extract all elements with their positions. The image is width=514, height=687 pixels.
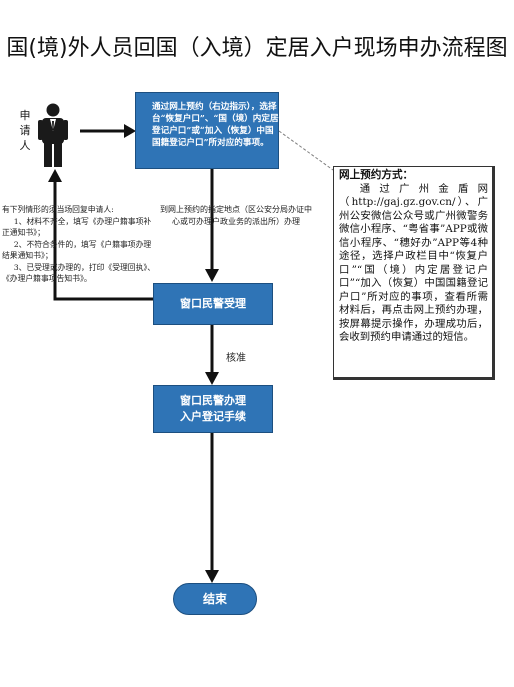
accept-step: 窗口民警受理 xyxy=(153,283,273,325)
info-body: 通过广州金盾网（http://gaj.gz.gov.cn/）、广州公安微信公众号… xyxy=(339,182,488,344)
applicant-label: 申请人 xyxy=(19,109,31,152)
arrow-reject-loop xyxy=(53,180,153,301)
page-title: 国(境)外人员回国（入境）定居入户现场申办流程图 xyxy=(6,36,508,61)
arrowhead-applicant xyxy=(48,169,62,182)
arrowhead-online xyxy=(124,124,136,138)
reject-note-item: 1、材料不齐全，填写《办理户籍事项补正通知书》； xyxy=(2,216,152,238)
reject-note-intro: 有下列情形的须当场回复申请人: xyxy=(2,205,114,214)
approve-label: 核准 xyxy=(226,353,246,364)
online-booking-step xyxy=(135,92,279,169)
arrowhead-end xyxy=(205,570,219,583)
arrowhead-register xyxy=(205,372,219,385)
end-step: 结束 xyxy=(173,583,257,615)
arrowhead-accept xyxy=(205,269,219,282)
info-heading: 网上预约方式： xyxy=(339,169,414,181)
reject-note: 有下列情形的须当场回复申请人: 1、材料不齐全，填写《办理户籍事项补正通知书》；… xyxy=(2,204,156,285)
person-icon xyxy=(38,103,68,167)
online-booking-text: 通过网上预约（右边指示），选择台“恢复户口”、“国（境）内定居登记户口”或“加入… xyxy=(152,102,279,148)
reject-note-item: 2、不符合条件的，填写《户籍事项办理结果通知书》； xyxy=(2,239,152,261)
online-booking-info-box: 网上预约方式： 通过广州金盾网（http://gaj.gz.gov.cn/）、广… xyxy=(333,166,495,380)
dashed-link-info xyxy=(278,130,334,171)
register-step: 窗口民警办理 入户登记手续 xyxy=(153,385,273,433)
register-step-line1: 窗口民警办理 xyxy=(180,394,246,407)
reject-note-item: 3、已受理或办理的，打印《受理回执》、《办理户籍事项告知书》。 xyxy=(2,262,156,284)
register-step-line2: 入户登记手续 xyxy=(180,410,246,423)
location-note: 到网上预约的指定地点（区公安分局办证中心或可办理户政业务的派出所）办理 xyxy=(160,205,312,226)
